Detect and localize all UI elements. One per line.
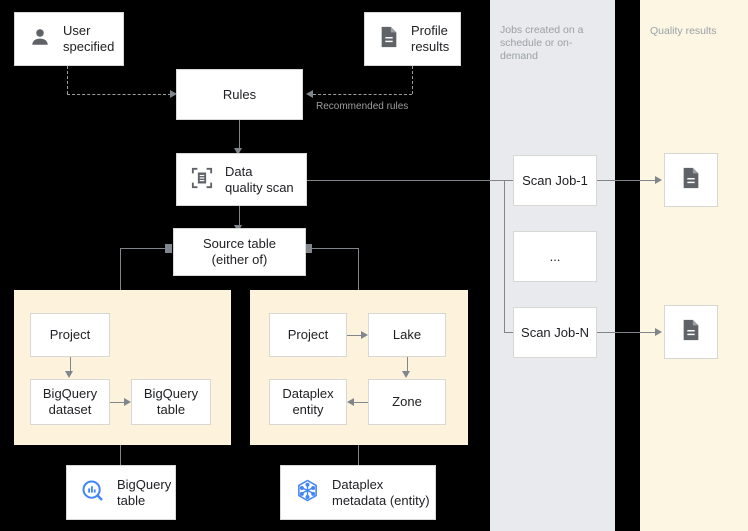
edge-rules-to-scan-line <box>239 120 240 150</box>
node-rules-label: Rules <box>222 86 257 102</box>
node-bq-table-label: BigQuery table <box>143 386 199 417</box>
node-scan-job-n[interactable]: Scan Job-N <box>513 307 597 358</box>
panel-quality-results <box>640 0 748 531</box>
edge-job-1-to-result <box>597 180 657 181</box>
edge-dp-zone-to-entity-arrowhead <box>347 398 354 406</box>
node-bigquery-table-product[interactable]: BigQuery table <box>66 465 176 520</box>
edge-profile-to-rules-arrowhead <box>306 90 313 98</box>
node-dp-project[interactable]: Project <box>269 313 347 357</box>
panel-quality-results-label: Quality results <box>650 25 717 37</box>
node-scan-job-n-label: Scan Job-N <box>521 324 589 340</box>
node-dp-project-label: Project <box>287 327 329 342</box>
edge-source-right-horizontal <box>310 248 359 249</box>
scan-icon <box>191 167 213 193</box>
edge-bq-dataset-to-table <box>110 402 127 403</box>
node-dataplex-metadata-product[interactable]: Dataplex metadata (entity) <box>280 465 436 520</box>
edge-job-n-to-result-arrowhead <box>655 328 662 336</box>
node-dp-lake[interactable]: Lake <box>368 313 446 357</box>
edge-jobs-trunk-vertical <box>504 180 505 332</box>
node-dataplex-metadata-product-label: Dataplex metadata (entity) <box>332 476 430 508</box>
edge-profile-to-rules-vertical <box>412 66 413 94</box>
connector-source-right <box>305 244 312 253</box>
edge-scan-to-jobs-horizontal <box>307 180 505 181</box>
edge-user-to-rules-arrowhead <box>170 90 177 98</box>
node-quality-result-1[interactable] <box>664 153 718 207</box>
node-dp-zone[interactable]: Zone <box>368 379 446 425</box>
node-scan-job-1[interactable]: Scan Job-1 <box>513 155 597 206</box>
edge-user-to-rules-vertical <box>67 66 68 94</box>
edge-trunk-to-job-n <box>504 332 514 333</box>
node-bq-project-label: Project <box>49 327 91 342</box>
node-scan-job-1-label: Scan Job-1 <box>522 172 588 188</box>
edge-job-n-to-result <box>597 332 657 333</box>
node-bigquery-table-product-label: BigQuery table <box>117 476 172 508</box>
node-dp-entity[interactable]: Dataplex entity <box>269 379 347 425</box>
edge-scan-to-source-line <box>239 206 240 228</box>
document-icon <box>379 26 399 52</box>
person-icon <box>29 26 51 52</box>
node-profile-results[interactable]: Profile results <box>364 12 461 66</box>
edge-bq-project-to-dataset-arrowhead <box>65 371 73 378</box>
node-profile-results-label: Profile results <box>411 23 450 54</box>
document-icon <box>681 319 701 345</box>
edge-profile-to-rules-horizontal <box>313 94 412 95</box>
edge-bq-panel-to-product <box>120 445 121 465</box>
document-icon <box>681 167 701 193</box>
node-scan-job-ellipsis-label: ... <box>549 248 561 264</box>
edge-dp-lake-to-zone <box>407 357 408 375</box>
edge-source-right-vertical <box>358 248 359 290</box>
edge-trunk-to-job-1 <box>504 180 514 181</box>
edge-dp-lake-to-zone-arrowhead <box>402 371 410 378</box>
node-bq-dataset[interactable]: BigQuery dataset <box>30 379 110 425</box>
node-source-table-label: Source table (either of) <box>203 236 276 267</box>
node-bq-table[interactable]: BigQuery table <box>131 379 211 425</box>
edge-source-left-vertical <box>120 248 121 290</box>
edge-dp-project-to-lake-arrowhead <box>361 331 368 339</box>
node-rules[interactable]: Rules <box>176 69 303 120</box>
edge-dp-panel-to-product <box>358 445 359 465</box>
edge-rules-to-scan-arrowhead <box>234 148 242 155</box>
node-quality-result-2[interactable] <box>664 305 718 359</box>
edge-dp-project-to-lake <box>347 335 364 336</box>
panel-jobs-label: Jobs created on a schedule or on-demand <box>500 24 584 62</box>
connector-source-left <box>165 244 172 253</box>
node-scan-job-ellipsis: ... <box>513 231 597 282</box>
node-bq-dataset-label: BigQuery dataset <box>42 386 98 417</box>
node-dp-lake-label: Lake <box>392 327 422 342</box>
node-bq-project[interactable]: Project <box>30 313 110 357</box>
node-dp-entity-label: Dataplex entity <box>282 386 334 417</box>
node-user-specified-label: User specified <box>63 23 115 54</box>
edge-source-left-horizontal <box>120 248 167 249</box>
edge-job-1-to-result-arrowhead <box>655 176 662 184</box>
edge-dp-zone-to-entity <box>351 402 368 403</box>
edge-user-to-rules-horizontal <box>67 94 171 95</box>
dataplex-logo-icon <box>295 478 320 507</box>
bigquery-logo-icon <box>81 479 105 507</box>
node-user-specified[interactable]: User specified <box>14 12 124 66</box>
edge-bq-project-to-dataset <box>70 357 71 375</box>
edge-label-recommended-rules: Recommended rules <box>316 101 409 112</box>
node-data-quality-scan[interactable]: Data quality scan <box>176 153 307 206</box>
edge-bq-dataset-to-table-arrowhead <box>124 398 131 406</box>
node-data-quality-scan-label: Data quality scan <box>225 163 294 195</box>
node-dp-zone-label: Zone <box>392 394 422 409</box>
node-source-table[interactable]: Source table (either of) <box>173 228 306 276</box>
